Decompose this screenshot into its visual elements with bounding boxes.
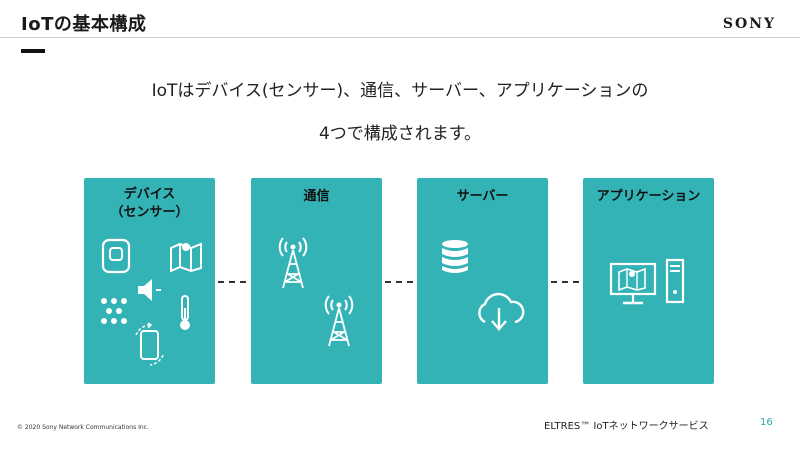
monitor-map-icon <box>609 262 657 305</box>
connector-1 <box>218 281 246 283</box>
cell-tower-icon <box>324 295 354 347</box>
lead-text-line-2: 4つで構成されます。 <box>318 124 482 144</box>
cell-tower-icon <box>278 237 308 289</box>
title-underline <box>21 49 45 53</box>
dots-sensor-icon <box>101 298 127 324</box>
smartphone-icon <box>135 322 164 366</box>
smart-speaker-icon <box>101 238 131 274</box>
map-icon <box>170 242 202 272</box>
speaker-icon <box>138 279 161 301</box>
card-device: デバイス （センサー） <box>84 178 215 384</box>
card-server-title: サーバー <box>456 189 509 204</box>
card-device-title: デバイス （センサー） <box>110 187 189 220</box>
page-title: IoTの基本構成 <box>21 14 147 35</box>
database-icon <box>442 240 468 273</box>
thermometer-icon <box>180 295 190 330</box>
card-application-title: アプリケーション <box>596 189 701 204</box>
connector-2 <box>385 281 413 283</box>
connector-3 <box>551 281 579 283</box>
card-communication-title: 通信 <box>303 189 330 204</box>
lead-text-line-1: IoTはデバイス(センサー)、通信、サーバー、アプリケーションの <box>151 81 649 101</box>
copyright-text: © 2020 Sony Network Communications Inc. <box>17 424 149 431</box>
desktop-tower-icon <box>665 258 685 304</box>
page-number: 16 <box>760 417 773 428</box>
card-application: アプリケーション <box>583 178 714 384</box>
sony-logo: SONY <box>722 16 776 32</box>
cloud-download-icon <box>478 292 525 331</box>
header-divider <box>0 37 800 38</box>
card-communication: 通信 <box>251 178 382 384</box>
card-server: サーバー <box>417 178 548 384</box>
service-name: ELTRES™ IoTネットワークサービス <box>544 421 709 432</box>
